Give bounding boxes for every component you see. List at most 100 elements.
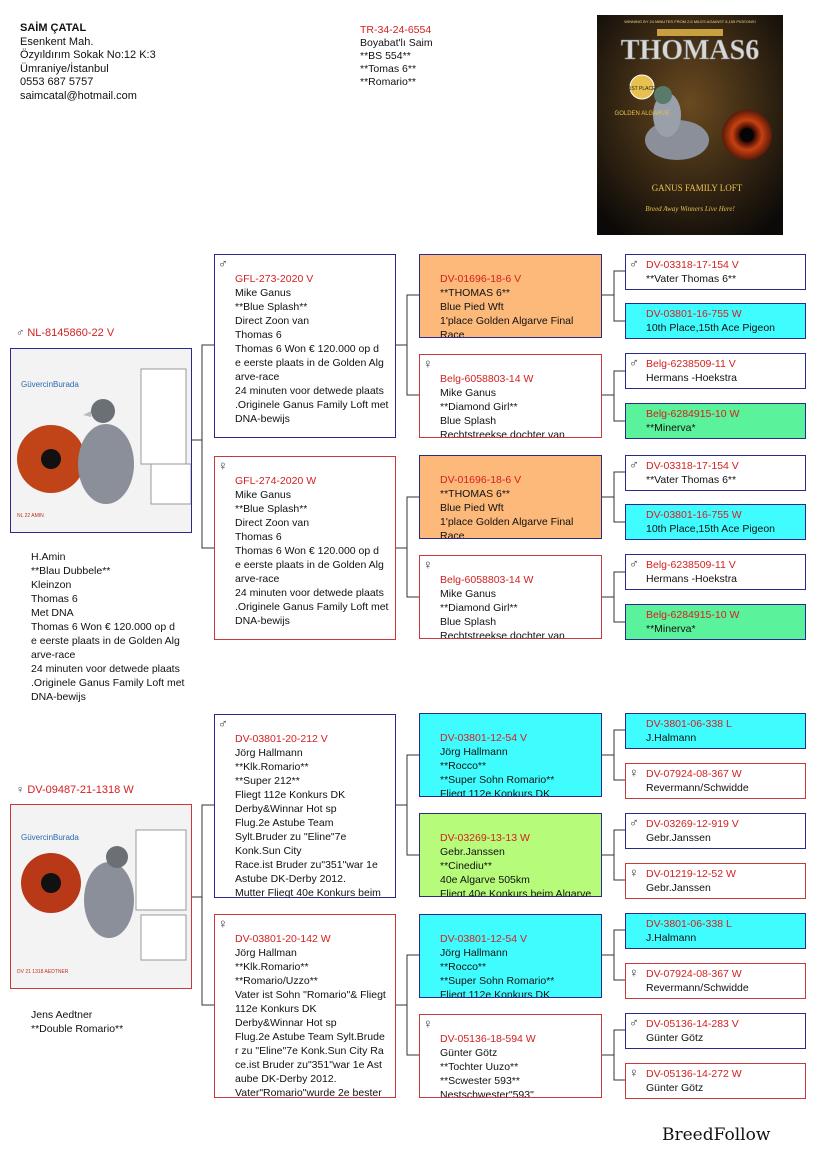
pedigree-card-gp5[interactable]: DV-03801-12-54 V Jörg Hallmann **Rocco**… [419, 713, 602, 797]
pedigree-card-gp1[interactable]: DV-01696-18-6 V **THOMAS 6** Blue Pied W… [419, 254, 602, 338]
pedigree-card-sire-sire[interactable]: ♂GFL-273-2020 V Mike Ganus **Blue Splash… [214, 254, 396, 438]
pedigree-card-ggp10[interactable]: ♀DV-07924-08-367 W Revermann/Schwidde [625, 763, 806, 799]
pedigree-card-ggp12[interactable]: ♀DV-01219-12-52 W Gebr.Janssen [625, 863, 806, 899]
card-text: Mike Ganus **Diamond Girl** Blue Splash … [440, 588, 565, 639]
pedigree-card-ggp16[interactable]: ♀DV-05136-14-272 W Günter Götz [625, 1063, 806, 1099]
card-text: **Vater Thomas 6** [646, 474, 736, 486]
pedigree-card-ggp2[interactable]: DV-03801-16-755 W 10th Place,15th Ace Pi… [625, 303, 806, 339]
pedigree-card-dam-sire[interactable]: ♂ DV-03801-20-212 V Jörg Hallmann **Klk.R… [214, 714, 396, 898]
pedigree-card-ggp11[interactable]: ♂DV-03269-12-919 V Gebr.Janssen [625, 813, 806, 849]
ring-number: DV-03269-12-919 V [646, 818, 739, 830]
card-text: Jörg Hallmann **Klk.Romario** **Super 21… [235, 747, 381, 898]
female-symbol-icon: ♀ [629, 866, 639, 880]
pedigree-card-ggp8[interactable]: Belg-6284915-10 W **Minerva* [625, 604, 806, 640]
pedigree-card-gp8[interactable]: ♀ DV-05136-18-594 W Günter Götz **Tochter… [419, 1014, 602, 1098]
ring-number: Belg-6284915-10 W [646, 408, 739, 420]
pedigree-card-ggp4[interactable]: Belg-6284915-10 W **Minerva* [625, 403, 806, 439]
sire-notes: H.Amin **Blau Dubbele** Kleinzon Thomas … [31, 550, 184, 704]
pedigree-card-ggp1[interactable]: ♂DV-03318-17-154 V **Vater Thomas 6** [625, 254, 806, 290]
card-text: Günter Götz **Tochter Uuzo** **Scwester … [440, 1047, 587, 1098]
ring-number: DV-03269-13-13 W [440, 832, 530, 844]
female-symbol-icon: ♀ [16, 784, 27, 796]
ring-number: DV-03801-12-54 V [440, 732, 527, 744]
sire-photo-caption: NL 22 AMIN [17, 513, 44, 519]
card-text: Günter Götz [646, 1032, 703, 1044]
card-text: Gebr.Janssen **Cinediu** 40e Algarve 505… [440, 846, 591, 897]
card-text: 10th Place,15th Ace Pigeon [646, 322, 775, 334]
owner-email[interactable]: saimcatal@hotmail.com [20, 90, 156, 104]
pedigree-card-sire-dam[interactable]: ♀GFL-274-2020 W Mike Ganus **Blue Splash… [214, 456, 396, 640]
ring-number: DV-01219-12-52 W [646, 868, 736, 880]
pedigree-card-ggp13[interactable]: DV-3801-06-338 L J.Halmann [625, 913, 806, 949]
ring-number: DV-05136-14-272 W [646, 1068, 742, 1080]
poster-loft: GANUS FAMILY LOFT [652, 183, 743, 193]
card-text: Jörg Hallmann **Rocco** **Super Sohn Rom… [440, 746, 554, 797]
pedigree-card-ggp15[interactable]: ♂ DV-05136-14-283 V Günter Götz [625, 1013, 806, 1049]
breedfollow-brand: BreedFollow [662, 1125, 770, 1145]
male-symbol-icon: ♂ [16, 327, 27, 339]
pedigree-card-gp4[interactable]: ♀Belg-6058803-14 W Mike Ganus **Diamond … [419, 555, 602, 639]
card-text: **THOMAS 6** Blue Pied Wft 1'place Golde… [440, 287, 585, 338]
poster-headline: WINNING BY 24 MINUTES FROM 2.5 MILES AGA… [624, 19, 755, 24]
sire-ring: ♂ NL-8145860-22 V [16, 327, 114, 340]
poster-tagline: Breed Away Winners Live Here! [645, 205, 735, 213]
pedigree-card-ggp7[interactable]: ♂Belg-6238509-11 V Hermans -Hoekstra [625, 554, 806, 590]
ring-number: Belg-6284915-10 W [646, 609, 739, 621]
male-symbol-icon: ♂ [629, 1016, 639, 1030]
poster-badge: 1ST PLACE [629, 86, 657, 92]
card-text: **Vater Thomas 6** [646, 273, 736, 285]
female-symbol-icon: ♀ [629, 966, 639, 980]
pedigree-card-gp6[interactable]: DV-03269-13-13 W Gebr.Janssen **Cinediu*… [419, 813, 602, 897]
female-symbol-icon: ♀ [423, 1017, 433, 1031]
card-text: Revermann/Schwidde [646, 782, 749, 794]
ring-number: Belg-6058803-14 W [440, 373, 533, 385]
female-symbol-icon: ♀ [423, 357, 433, 371]
pedigree-card-ggp3[interactable]: ♂Belg-6238509-11 V Hermans -Hoekstra [625, 353, 806, 389]
card-text: Revermann/Schwidde [646, 982, 749, 994]
card-text: Mike Ganus **Blue Splash** Direct Zoon v… [235, 287, 388, 425]
subject-ring: TR-34-24-6554 [360, 24, 433, 37]
pedigree-card-dam-dam[interactable]: ♀DV-03801-20-142 W Jörg Hallman **Klk.Ro… [214, 914, 396, 1098]
male-symbol-icon: ♂ [629, 458, 639, 472]
ring-number: Belg-6238509-11 V [646, 358, 736, 370]
card-text: 10th Place,15th Ace Pigeon [646, 523, 775, 535]
female-symbol-icon: ♀ [218, 917, 228, 931]
pedigree-card-ggp5[interactable]: ♂DV-03318-17-154 V **Vater Thomas 6** [625, 455, 806, 491]
pedigree-card-ggp9[interactable]: DV-3801-06-338 L J.Halmann [625, 713, 806, 749]
ring-number: DV-05136-18-594 W [440, 1033, 536, 1045]
card-text: J.Halmann [646, 932, 696, 944]
owner-phone: 0553 687 5757 [20, 76, 156, 90]
sire-photo[interactable]: GüvercinBurada NL 22 AMIN [10, 348, 192, 533]
male-symbol-icon: ♂ [629, 356, 639, 370]
pedigree-card-gp2[interactable]: ♀Belg-6058803-14 W Mike Ganus **Diamond … [419, 354, 602, 438]
male-symbol-icon: ♂ [218, 717, 228, 731]
poster-title: THOMAS6 [621, 35, 759, 66]
poster-art: WINNING BY 24 MINUTES FROM 2.5 MILES AGA… [597, 15, 783, 235]
sire-pigeon-image: GüvercinBurada NL 22 AMIN [11, 349, 191, 532]
subject-bird: TR-34-24-6554 Boyabat'lı Saim **BS 554**… [360, 24, 433, 89]
owner-name: SAİM ÇATAL [20, 22, 156, 36]
dam-photo-caption: DV 21 1318 AEDTNER [17, 969, 69, 975]
female-symbol-icon: ♀ [423, 558, 433, 572]
male-symbol-icon: ♂ [629, 557, 639, 571]
card-text: **THOMAS 6** Blue Pied Wft 1'place Golde… [440, 488, 585, 539]
male-symbol-icon: ♂ [629, 816, 639, 830]
pedigree-card-gp7[interactable]: DV-03801-12-54 V Jörg Hallmann **Rocco**… [419, 914, 602, 998]
ring-number: DV-3801-06-338 L [646, 718, 732, 730]
ring-number: DV-03801-20-212 V [235, 733, 328, 745]
watermark-logo: GüvercinBurada [21, 380, 79, 389]
ring-number: DV-05136-14-283 V [646, 1018, 739, 1030]
dam-notes: Jens Aedtner **Double Romario** [31, 1008, 123, 1036]
male-symbol-icon: ♂ [629, 257, 639, 271]
card-text: Günter Götz [646, 1082, 703, 1094]
pedigree-card-ggp14[interactable]: ♀DV-07924-08-367 W Revermann/Schwidde [625, 963, 806, 999]
dam-photo[interactable]: GüvercinBurada DV 21 1318 AEDTNER [10, 804, 192, 989]
poster-subtitle: GOLDEN ALGARVE [615, 111, 670, 117]
pedigree-card-ggp6[interactable]: DV-03801-16-755 W 10th Place,15th Ace Pi… [625, 504, 806, 540]
ring-number: DV-01696-18-6 V [440, 273, 521, 285]
pedigree-card-gp3[interactable]: DV-01696-18-6 V **THOMAS 6** Blue Pied W… [419, 455, 602, 539]
owner-address-line: Ümraniye/İstanbul [20, 63, 156, 77]
ring-number: GFL-273-2020 V [235, 273, 313, 285]
ring-number: DV-03801-16-755 W [646, 308, 742, 320]
dam-pigeon-image: GüvercinBurada DV 21 1318 AEDTNER [11, 805, 191, 988]
